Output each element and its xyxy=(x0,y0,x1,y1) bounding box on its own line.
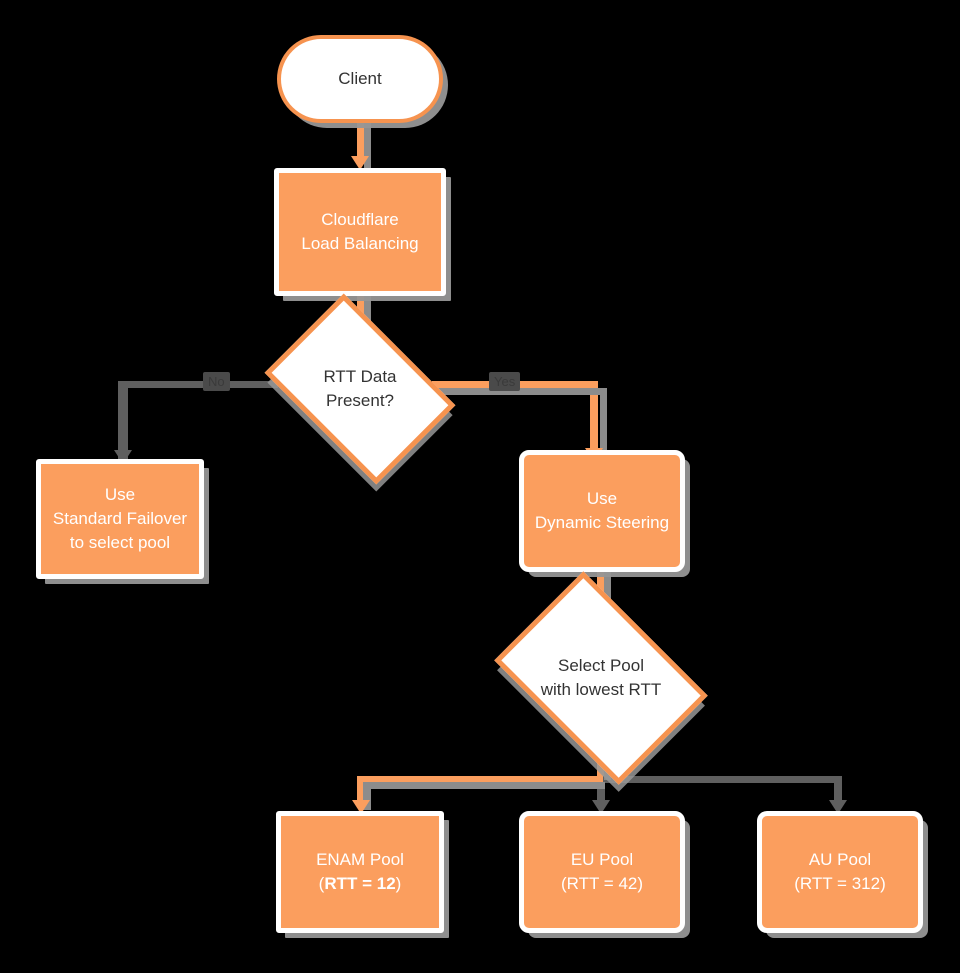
node-enam-pool[interactable]: ENAM Pool (RTT = 12) xyxy=(276,811,444,933)
node-standard-failover-line1: Use xyxy=(104,484,136,504)
node-eu-pool-rtt-value: RTT = 42 xyxy=(566,874,638,893)
connector-rtt-no-horizontal xyxy=(118,381,278,388)
node-dynamic-steering[interactable]: Use Dynamic Steering xyxy=(519,450,685,572)
node-load-balancer[interactable]: Cloudflare Load Balancing xyxy=(274,168,446,296)
arrowhead-to-enam xyxy=(352,800,370,814)
arrowhead-to-eu xyxy=(592,800,610,814)
node-client[interactable]: Client xyxy=(277,35,443,123)
edge-label-no: No xyxy=(203,372,230,391)
connector-rtt-no-vertical xyxy=(118,381,128,459)
connector-to-eu-vertical xyxy=(597,776,605,808)
node-enam-pool-rtt: (RTT = 12) xyxy=(319,872,402,896)
node-eu-pool-rtt-open: ( xyxy=(560,874,567,893)
node-eu-pool-rtt-close: ) xyxy=(637,874,644,893)
node-load-balancer-line2: Load Balancing xyxy=(301,234,419,253)
node-au-pool[interactable]: AU Pool (RTT = 312) xyxy=(757,811,923,933)
connector-rtt-yes-vertical xyxy=(590,381,598,457)
edge-label-yes: Yes xyxy=(489,372,521,391)
connector-to-au-vertical xyxy=(834,776,842,808)
node-rtt-decision-line2: Present? xyxy=(325,391,395,410)
connector-to-enam-vertical xyxy=(357,776,365,808)
node-rtt-decision[interactable]: RTT Data Present? xyxy=(264,293,456,485)
connector-bus-left xyxy=(357,776,603,784)
node-au-pool-rtt: (RTT = 312) xyxy=(794,872,886,896)
connector-shadow xyxy=(364,120,371,172)
node-dynamic-steering-line2: Dynamic Steering xyxy=(534,513,670,532)
node-au-pool-rtt-value: RTT = 312 xyxy=(799,874,881,893)
node-client-label: Client xyxy=(338,68,382,88)
node-enam-pool-name: ENAM Pool xyxy=(316,849,404,869)
node-select-pool-line2: with lowest RTT xyxy=(540,680,662,699)
node-enam-pool-rtt-close: ) xyxy=(395,874,402,893)
node-select-pool[interactable]: Select Pool with lowest RTT xyxy=(494,571,708,785)
node-au-pool-rtt-open: ( xyxy=(794,874,800,893)
node-rtt-decision-line1: RTT Data xyxy=(323,367,397,387)
node-standard-failover-line2: Standard Failover xyxy=(52,508,188,528)
node-select-pool-line1: Select Pool xyxy=(558,656,644,676)
arrowhead-to-au xyxy=(829,800,847,814)
node-enam-pool-rtt-value: RTT = 12 xyxy=(324,874,396,893)
node-eu-pool[interactable]: EU Pool (RTT = 42) xyxy=(519,811,685,933)
node-eu-pool-name: EU Pool xyxy=(570,849,634,869)
connector-shadow xyxy=(600,388,607,460)
connector-shadow xyxy=(363,782,605,789)
arrowhead-client-to-lb xyxy=(351,156,369,170)
node-enam-pool-rtt-open: ( xyxy=(318,874,325,893)
connector-client-to-lb xyxy=(357,118,364,164)
node-standard-failover[interactable]: Use Standard Failover to select pool xyxy=(36,459,204,579)
connector-shadow xyxy=(437,388,607,395)
node-load-balancer-line1: Cloudflare xyxy=(321,209,399,229)
connector-bus-right xyxy=(601,776,841,783)
node-dynamic-steering-line1: Use xyxy=(586,488,618,508)
node-standard-failover-line3: to select pool xyxy=(69,533,171,553)
node-au-pool-name: AU Pool xyxy=(808,849,872,869)
node-eu-pool-rtt: (RTT = 42) xyxy=(561,872,643,896)
node-au-pool-rtt-close: ) xyxy=(880,874,886,893)
connector-shadow xyxy=(363,782,371,810)
